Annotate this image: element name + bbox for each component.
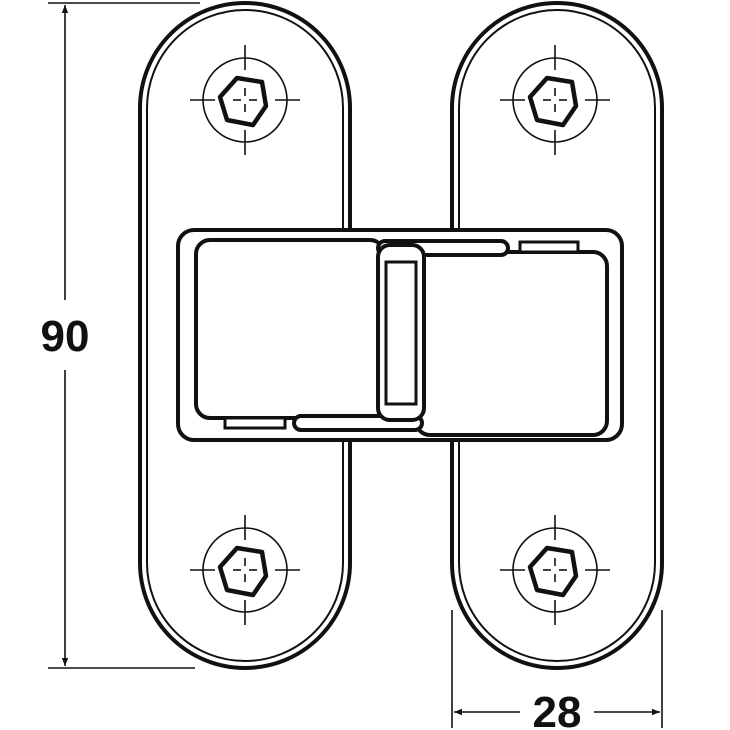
screw-bottom-right-icon	[500, 515, 610, 625]
hinge-body	[176, 228, 624, 442]
height-label: 90	[41, 312, 90, 361]
screw-top-left-icon	[190, 45, 300, 155]
height-dimension: 90	[41, 2, 200, 669]
screw-bottom-left-icon	[190, 515, 300, 625]
width-dimension: 28	[451, 610, 663, 730]
width-label: 28	[533, 688, 582, 730]
screw-top-right-icon	[500, 45, 610, 155]
